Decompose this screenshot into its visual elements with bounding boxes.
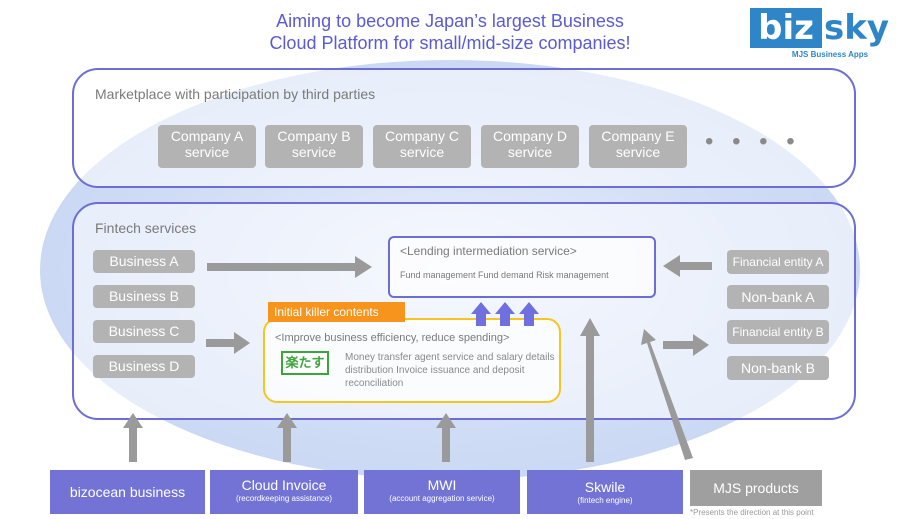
lending-subtitle: Fund management Fund demand Risk managem… <box>400 270 609 280</box>
killer-title: <Improve business efficiency, reduce spe… <box>275 332 510 344</box>
business-d: Business D <box>93 355 195 378</box>
mwi-box: MWI (account aggregation service) <box>364 470 520 514</box>
cloud-invoice-sub: (recordkeeping assistance) <box>235 494 333 503</box>
non-bank-b: Non-bank B <box>727 356 829 380</box>
logo-subtitle: MJS Business Apps <box>791 50 869 59</box>
business-c: Business C <box>93 320 195 343</box>
company-e-service: Company E service <box>589 125 687 168</box>
arrow-business-a-to-lending <box>207 256 372 278</box>
business-a: Business A <box>93 250 195 273</box>
lending-intermediation-box: <Lending intermediation service> Fund ma… <box>388 236 656 298</box>
arrow-to-entities <box>663 334 709 356</box>
title-line-1: Aiming to become Japan’s largest Busines… <box>276 11 624 31</box>
financial-entity-a: Financial entity A <box>727 250 829 274</box>
non-bank-a: Non-bank A <box>727 285 829 309</box>
bizsky-logo: biz sky MJS Business Apps <box>750 8 890 59</box>
mwi-label: MWI <box>427 477 457 493</box>
logo-sky-text: sky <box>824 8 890 48</box>
arrow-business-c-to-killer <box>206 332 250 354</box>
skwile-box: Skwile (fintech engine) <box>527 470 683 514</box>
marketplace-label: Marketplace with participation by third … <box>95 86 376 102</box>
arrow-killer-up-3 <box>519 302 539 326</box>
logo-biz-text: biz <box>750 8 822 48</box>
arrow-mwi-up <box>436 413 456 462</box>
cloud-invoice-box: Cloud Invoice (recordkeeping assistance) <box>210 470 358 514</box>
footnote: *Presents the direction at this point <box>690 508 814 517</box>
skwile-sub: (fintech engine) <box>577 496 633 505</box>
cloud-invoice-label: Cloud Invoice <box>241 477 327 493</box>
arrow-skwile-up <box>580 318 600 462</box>
arrow-cloud-invoice-up <box>277 413 297 462</box>
killer-contents-label: Initial killer contents <box>268 302 405 322</box>
rakutasu-logo: 楽たす <box>281 351 329 375</box>
page-title: Aiming to become Japan’s largest Busines… <box>160 10 740 54</box>
lending-title: <Lending intermediation service> <box>400 244 577 258</box>
arrow-killer-up-2 <box>495 302 515 326</box>
financial-entity-b: Financial entity B <box>727 320 829 344</box>
business-b: Business B <box>93 285 195 308</box>
fintech-label: Fintech services <box>95 220 197 236</box>
company-c-service: Company C service <box>373 125 471 168</box>
mjs-products-label: MJS products <box>713 480 799 496</box>
arrow-killer-up-1 <box>471 302 491 326</box>
company-d-service: Company D service <box>481 125 579 168</box>
killer-contents-box: <Improve business efficiency, reduce spe… <box>263 318 561 403</box>
mwi-sub: (account aggregation service) <box>389 494 495 503</box>
company-b-service: Company B service <box>265 125 363 168</box>
killer-description: Money transfer agent service and salary … <box>345 352 555 389</box>
arrow-bizocean-up <box>123 413 143 462</box>
company-a-service: Company A service <box>158 125 256 168</box>
arrow-entity-to-lending <box>663 255 712 277</box>
bizocean-business-box: bizocean business <box>50 470 205 514</box>
skwile-label: Skwile <box>584 479 626 495</box>
title-line-2: Cloud Platform for small/mid-size compan… <box>269 33 631 53</box>
more-companies-ellipsis: • • • • <box>705 128 801 155</box>
arrow-mjs-diagonal <box>641 329 693 460</box>
bizocean-label: bizocean business <box>69 484 186 500</box>
mjs-products-box: MJS products <box>690 470 822 506</box>
